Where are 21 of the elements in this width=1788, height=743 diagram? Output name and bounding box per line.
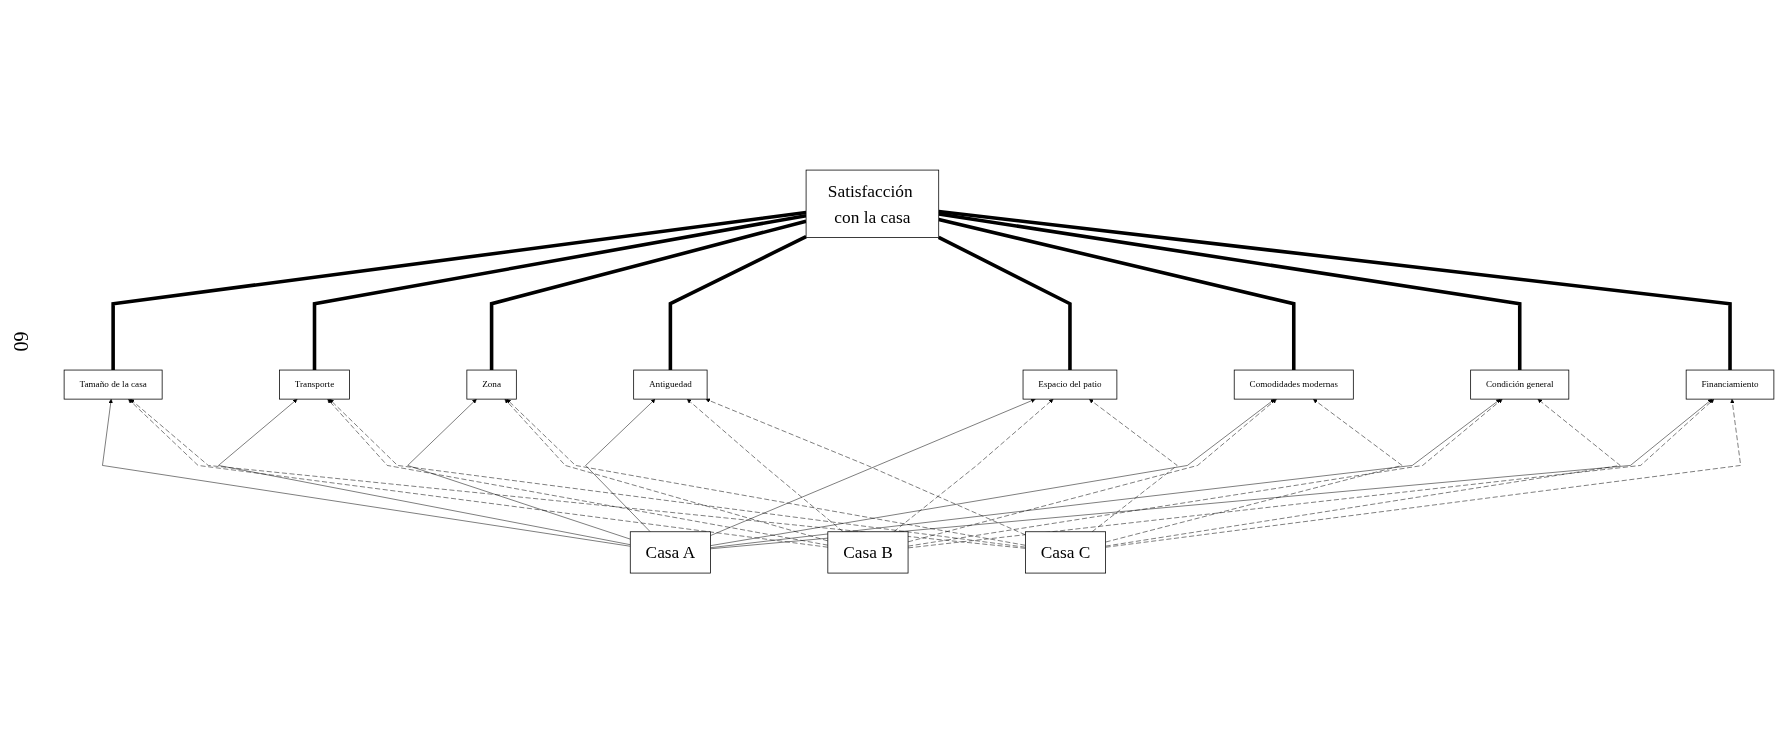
- connector: [938, 217, 1296, 370]
- node-box: Casa C: [1025, 531, 1106, 574]
- node-box: Casa A: [629, 531, 711, 574]
- connector: [938, 212, 1522, 370]
- node-box: Satisfacción con la casa: [805, 169, 940, 238]
- node-box: Zona: [466, 369, 517, 400]
- connector: [312, 213, 807, 370]
- connector: [111, 210, 807, 370]
- node-box: Condición general: [1470, 369, 1570, 400]
- node-box: Casa B: [827, 531, 909, 574]
- page-number: 60: [8, 331, 32, 352]
- node-box: Espacio del patio: [1022, 369, 1118, 400]
- node-box: Financiamiento: [1685, 369, 1775, 400]
- connector: [937, 235, 1072, 370]
- connector: [938, 209, 1732, 370]
- node-box: Antiguedad: [633, 369, 708, 400]
- connector: [489, 219, 807, 370]
- connector: [668, 234, 807, 370]
- node-box: Transporte: [279, 369, 350, 400]
- node-box: Comodidades modernas: [1233, 369, 1354, 400]
- node-box: Tamaño de la casa: [63, 369, 163, 400]
